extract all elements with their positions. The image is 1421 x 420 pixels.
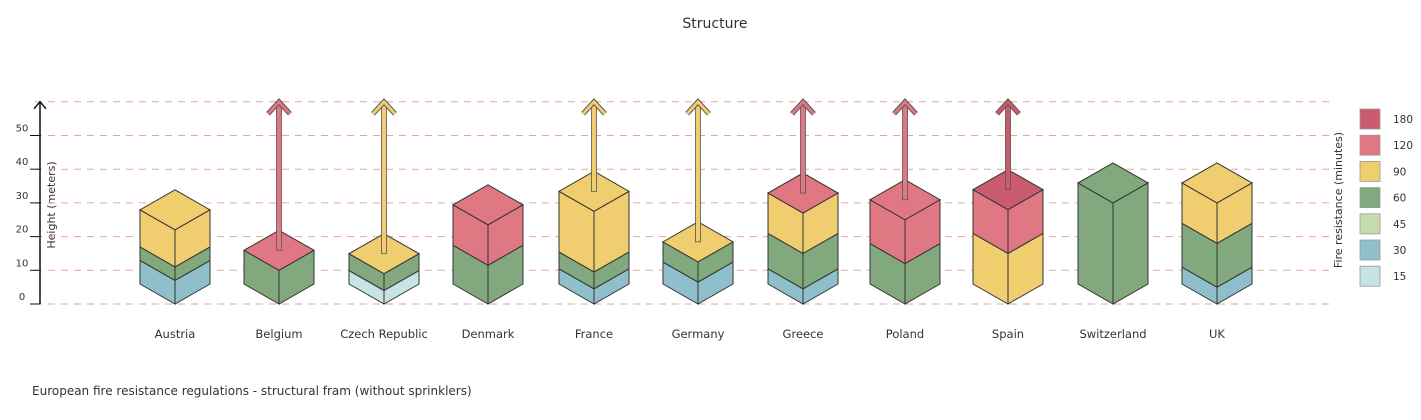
category-label: UK [1209, 327, 1225, 341]
unlimited-arrow-shaft [381, 103, 387, 255]
legend-label: 30 [1393, 245, 1406, 257]
country-stack [242, 98, 316, 305]
unlimited-arrow-shaft [591, 103, 597, 192]
chart-title: Structure [682, 16, 747, 32]
legend-swatch [1359, 187, 1381, 209]
category-label: Denmark [462, 327, 515, 341]
y-tick-label: 30 [16, 191, 29, 202]
arrow-head-icon [266, 99, 292, 115]
category-label: Spain [992, 327, 1024, 341]
top-face [1076, 162, 1150, 204]
y-tick-label: 0 [19, 292, 25, 303]
legend-label: 120 [1393, 140, 1413, 152]
top-face [1180, 162, 1254, 204]
unlimited-arrow-shaft [800, 103, 806, 194]
top-face [138, 189, 212, 231]
segment-left-face [1077, 182, 1114, 305]
country-stack [1076, 162, 1150, 305]
country-stack [557, 98, 631, 305]
country-stack [661, 98, 735, 305]
y-tick-label: 20 [16, 225, 29, 236]
y-axis-label: Height (meters) [45, 161, 58, 248]
category-label: Switzerland [1079, 327, 1146, 341]
legend-label: 60 [1393, 193, 1406, 205]
legend-title: Fire resistance (minutes) [1332, 132, 1345, 268]
legend-label: 45 [1393, 219, 1406, 231]
country-stack [766, 98, 840, 305]
unlimited-arrow-shaft [1005, 103, 1011, 191]
country-stack [347, 98, 421, 305]
arrow-head-icon [790, 99, 816, 115]
category-label: Germany [672, 327, 725, 341]
category-label: Belgium [255, 327, 302, 341]
legend-swatch [1359, 239, 1381, 261]
country-stack [138, 189, 212, 305]
category-label: Austria [155, 327, 196, 341]
arrow-head-icon [581, 99, 607, 115]
category-label: Poland [886, 327, 924, 341]
legend-swatch [1359, 265, 1381, 287]
legend-swatch [1359, 134, 1381, 156]
y-axis-arrow-icon [33, 100, 47, 110]
country-stack [868, 98, 942, 305]
arrow-head-icon [685, 99, 711, 115]
y-tick-label: 50 [16, 124, 29, 135]
legend-label: 90 [1393, 166, 1406, 178]
category-label: Greece [783, 327, 824, 341]
top-face [451, 184, 525, 226]
country-stack [971, 98, 1045, 305]
legend-swatch [1359, 213, 1381, 235]
legend-label: 180 [1393, 114, 1413, 126]
legend-label: 15 [1393, 271, 1406, 283]
unlimited-arrow-shaft [695, 103, 701, 243]
y-tick-label: 10 [16, 258, 29, 269]
segment-right-face [1112, 182, 1149, 305]
unlimited-arrow-shaft [276, 103, 282, 251]
arrow-head-icon [995, 99, 1021, 115]
arrow-head-icon [892, 99, 918, 115]
country-stack [1180, 162, 1254, 305]
legend-swatch [1359, 108, 1381, 130]
legend-swatch [1359, 160, 1381, 182]
category-label: Czech Republic [340, 327, 428, 341]
category-label: France [575, 327, 613, 341]
country-stack [451, 184, 525, 305]
arrow-head-icon [371, 99, 397, 115]
y-tick-label: 40 [16, 157, 29, 168]
unlimited-arrow-shaft [902, 103, 908, 201]
chart-caption: European fire resistance regulations - s… [32, 384, 472, 398]
